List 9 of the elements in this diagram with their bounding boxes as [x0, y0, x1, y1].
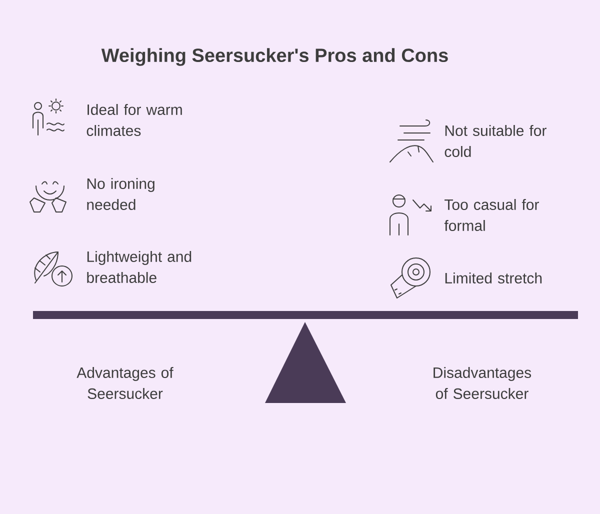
item-text: Too casual for formal: [444, 199, 539, 231]
side-label: Disadvantages of Seersucker: [434, 366, 532, 399]
item-text: No ironing needed: [87, 178, 154, 210]
item-text: Limited stretch: [445, 272, 542, 284]
item-text: Not suitable for cold: [444, 125, 546, 157]
side-label: Advantages of Seersucker: [76, 366, 174, 399]
item-text: Lightweight and breathable: [87, 251, 192, 283]
title: Weighing Seersucker's Pros and Cons: [101, 48, 448, 66]
item-text: Ideal for warm climates: [86, 104, 182, 136]
